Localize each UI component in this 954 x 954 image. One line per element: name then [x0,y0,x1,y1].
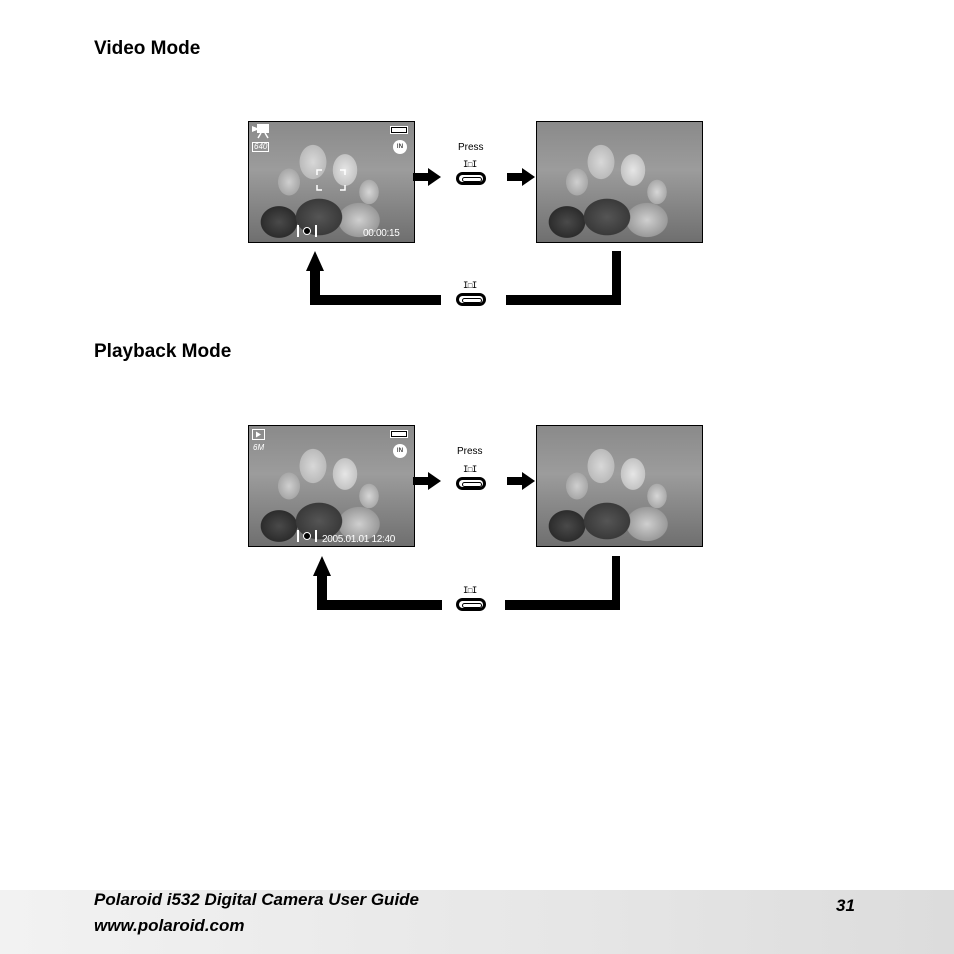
resolution-badge: 640 [252,142,270,152]
internal-memory-badge: IN [393,444,407,458]
display-button-icon [456,293,486,306]
display-button-icon [456,172,486,185]
return-arrow-icon [313,556,620,610]
page-number: 31 [836,896,855,915]
lcd-screen-with-overlay: 6M IN 2005.01.01 12:40 [248,425,415,547]
stabilizer-icon [297,530,317,542]
right-arrow-icon [413,472,441,490]
page-footer: Polaroid i532 Digital Camera User Guide … [0,890,954,954]
button-glyph: I☐I [463,465,477,475]
button-glyph: I☐I [463,281,477,291]
stabilizer-icon [297,225,317,237]
recording-timecode: 00:00:15 [363,228,400,239]
battery-icon [390,430,408,438]
capture-timestamp: 2005.01.01 12:40 [322,534,396,545]
display-button-icon [456,477,486,490]
section-title-playback-mode: Playback Mode [94,341,232,362]
footer-title: Polaroid i532 Digital Camera User Guide [94,890,420,909]
press-label: Press [458,142,484,153]
resolution-badge: 6M [253,443,265,452]
right-arrow-icon [507,168,535,186]
section-title-video-mode: Video Mode [94,38,201,59]
internal-memory-badge: IN [393,140,407,154]
press-label: Press [457,446,483,457]
movie-camera-icon [252,124,269,139]
lcd-screen-clean [536,425,703,547]
button-glyph: I☐I [463,586,477,596]
battery-icon [390,126,408,134]
lcd-screen-clean [536,121,703,243]
button-glyph: I☐I [463,160,477,170]
play-icon [252,429,265,440]
right-arrow-icon [507,472,535,490]
focus-frame-icon [316,169,346,191]
lcd-screen-with-overlay: 640 IN 00:00:15 [248,121,415,243]
footer-url: www.polaroid.com [94,916,245,935]
right-arrow-icon [413,168,441,186]
display-button-icon [456,598,486,611]
return-arrow-icon [306,251,621,305]
